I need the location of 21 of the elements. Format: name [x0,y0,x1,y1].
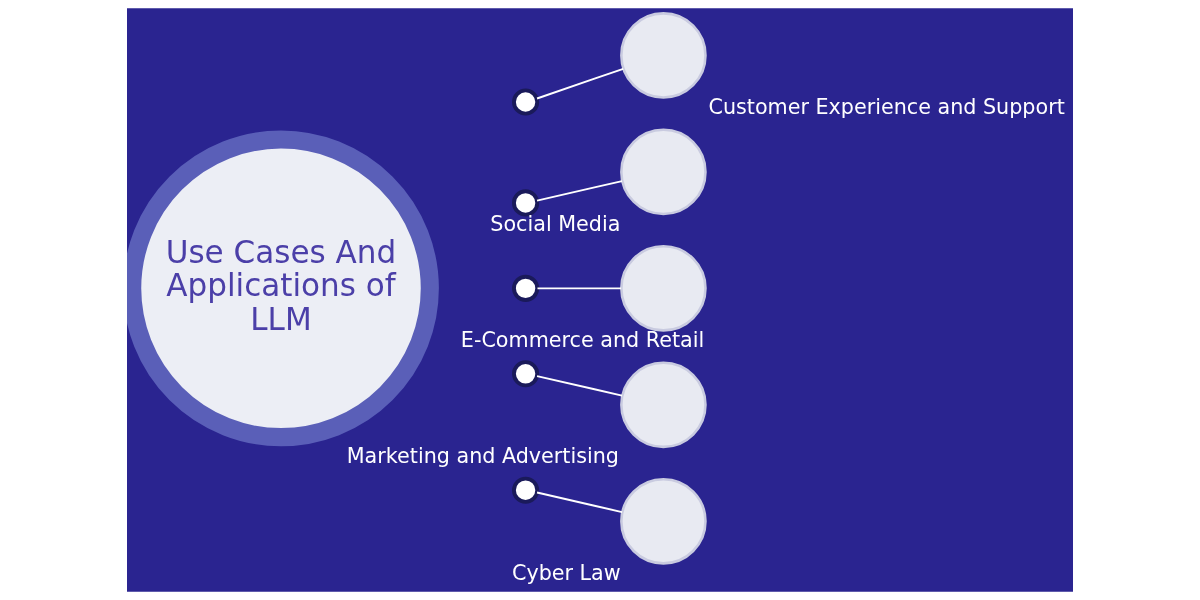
node-label: Social Media [490,211,621,236]
node-label: Cyber Law [511,560,621,585]
node-circle [512,274,540,302]
node-label: Customer Experience and Support [708,95,1065,120]
connector [536,180,623,202]
connector [536,491,623,514]
node-circle [620,12,707,99]
node-label: E-Commerce and Retail [460,327,705,352]
node-circle [620,477,707,565]
node-circle [512,360,540,388]
node-circle [512,476,540,504]
node-circle [620,245,707,332]
node-label: Marketing and Advertising [346,444,619,469]
node-circle [620,361,707,449]
node-circle [512,88,540,116]
connector [536,375,623,397]
node-circle [620,128,707,216]
connector [536,287,623,290]
node-circle: Use Cases And Applications of LLM [127,130,439,447]
connector [536,67,625,100]
node-circle [512,189,540,217]
